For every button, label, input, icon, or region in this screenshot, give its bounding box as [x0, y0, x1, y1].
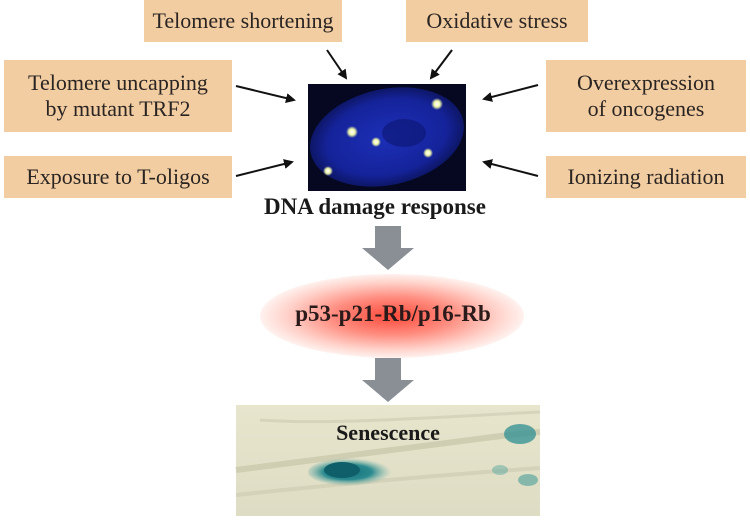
cause-label-line1: Telomere uncapping — [28, 70, 208, 95]
cause-telomere-uncapping: Telomere uncapping by mutant TRF2 — [4, 60, 232, 132]
nucleus-micrograph — [308, 84, 466, 191]
cause-overexpression: Overexpression of oncogenes — [546, 60, 746, 132]
arrow-oxidative-stress — [429, 49, 453, 80]
senescence-label: Senescence — [336, 420, 440, 445]
cause-arrows — [235, 49, 539, 177]
cause-label-line1: Overexpression — [576, 70, 716, 95]
cause-telomere-shortening: Telomere shortening — [144, 0, 342, 42]
cause-label-line2: of oncogenes — [587, 96, 705, 121]
pathway-label: p53-p21-Rb/p16-Rb — [295, 301, 491, 326]
cause-t-oligos: Exposure to T-oligos — [4, 156, 232, 198]
cause-label: Exposure to T-oligos — [26, 164, 210, 189]
cause-label: Telomere shortening — [152, 8, 334, 33]
gray-arrow-2 — [362, 358, 414, 402]
arrow-t-oligos — [235, 159, 294, 177]
cause-oxidative-stress: Oxidative stress — [406, 0, 588, 42]
gray-arrow-1 — [362, 226, 414, 270]
cause-label: Oxidative stress — [426, 8, 568, 33]
dna-damage-response-label: DNA damage response — [264, 194, 486, 219]
arrow-overexpression — [482, 84, 539, 102]
pathway-oval — [260, 274, 524, 358]
senescence-micrograph — [235, 405, 541, 516]
cause-label: Ionizing radiation — [567, 164, 725, 189]
cause-label-line2: by mutant TRF2 — [45, 96, 191, 121]
cause-ionizing-radiation: Ionizing radiation — [546, 156, 746, 198]
arrow-telomere-uncapping — [235, 85, 296, 103]
arrow-ionizing-radiation — [482, 159, 539, 177]
arrow-telomere-shortening — [326, 49, 348, 80]
